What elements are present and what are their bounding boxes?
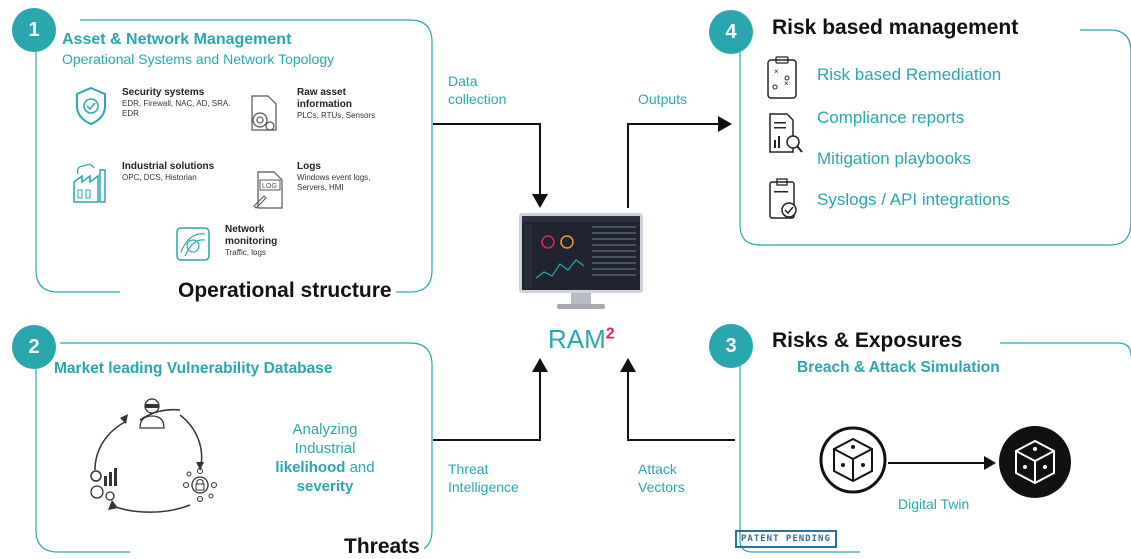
- step-badge-1: 1: [12, 8, 56, 52]
- factory-icon: [70, 162, 110, 209]
- raw-asset-item: Raw asset information PLCs, RTUs, Sensor…: [297, 87, 417, 121]
- security-systems-item: Security systems EDR, Firewall, NAC, AD,…: [122, 87, 242, 119]
- item-desc: Traffic, logs: [225, 248, 266, 257]
- analyzing-line1: Analyzing: [292, 421, 358, 438]
- clipboard-strategy-icon: ××: [765, 56, 799, 105]
- lock-network-icon: [182, 468, 218, 507]
- ram-superscript: 2: [605, 325, 615, 343]
- circuit-cube-filled-icon: [998, 425, 1072, 504]
- analyzing-line2: Industrial: [294, 440, 356, 457]
- severity-word: severity: [296, 478, 354, 495]
- report-search-icon: [767, 112, 803, 161]
- threats-label: Threats: [340, 535, 424, 559]
- digital-twin-label: Digital Twin: [898, 496, 970, 512]
- outputs-label: Outputs: [638, 91, 688, 107]
- monitor-screen: [519, 213, 643, 293]
- analyzing-text: Analyzing Industrial likelihood and seve…: [265, 420, 385, 496]
- industrial-solutions-item: Industrial solutions OPC, DCS, Historian: [122, 161, 252, 183]
- vulnerability-db-title: Market leading Vulnerability Database: [54, 360, 333, 377]
- ram2-logo: RAM2: [548, 324, 615, 355]
- mitigation-playbooks-item: Mitigation playbooks: [817, 149, 972, 168]
- item-title: Network monitoring: [225, 224, 278, 247]
- and-word: and: [345, 459, 375, 476]
- circuit-cube-outline-icon: [818, 425, 888, 500]
- risk-remediation-item: Risk based Remediation: [817, 65, 1002, 84]
- monitor-stand: [571, 293, 591, 305]
- svg-text:×: ×: [774, 67, 779, 76]
- risk-management-label: Risk based management: [768, 16, 1023, 40]
- network-monitoring-item: Network monitoring Traffic, logs: [225, 224, 315, 258]
- step-badge-2: 2: [12, 325, 56, 369]
- asset-network-title: Asset & Network Management: [62, 31, 292, 48]
- step-badge-4: 4: [709, 10, 753, 54]
- likelihood-word: likelihood: [275, 459, 346, 476]
- clipboard-check-icon: [767, 178, 801, 227]
- security-systems-icon: [74, 86, 108, 131]
- item-desc: PLCs, RTUs, Sensors: [297, 111, 376, 120]
- logs-item: Logs Windows event logs, Servers, HMI: [297, 161, 387, 193]
- risks-exposures-label: Risks & Exposures: [768, 329, 967, 353]
- log-icon-text: LOG: [262, 183, 277, 190]
- gear-document-icon: [246, 94, 282, 139]
- step-badge-3: 3: [709, 324, 753, 368]
- likelihood-line: likelihood and: [265, 458, 385, 477]
- network-monitoring-icon: [175, 226, 211, 267]
- attack-vectors-line1: Attack: [638, 461, 677, 477]
- item-title: Raw asset information: [297, 87, 352, 110]
- monitor-base: [557, 304, 605, 309]
- item-title: Industrial solutions: [122, 161, 215, 172]
- patent-pending-stamp: PATENT PENDING: [735, 530, 837, 548]
- compliance-reports-item: Compliance reports: [817, 108, 965, 127]
- monitor: [519, 213, 643, 311]
- item-desc: EDR, Firewall, NAC, AD, SRA. EDR: [122, 99, 231, 118]
- data-collection-line2: collection: [448, 91, 507, 107]
- dashboard-graphic: [522, 216, 640, 288]
- threat-intel-line2: Intelligence: [448, 479, 519, 495]
- item-title: Logs: [297, 161, 321, 172]
- attack-vectors-line2: Vectors: [638, 479, 685, 495]
- item-desc: OPC, DCS, Historian: [122, 173, 197, 182]
- asset-network-subtitle: Operational Systems and Network Topology: [62, 51, 335, 67]
- threat-intel-line1: Threat: [448, 461, 489, 477]
- threat-intelligence-label: Threat Intelligence: [448, 460, 519, 496]
- attack-vectors-label: Attack Vectors: [638, 460, 685, 496]
- log-file-icon: LOG: [250, 170, 286, 215]
- breach-attack-title: Breach & Attack Simulation: [797, 359, 1000, 376]
- severity-line: severity: [265, 477, 385, 496]
- hacker-icon: [137, 396, 167, 435]
- item-desc: Windows event logs, Servers, HMI: [297, 173, 371, 192]
- svg-text:×: ×: [784, 79, 789, 88]
- data-collection-line1: Data: [448, 73, 478, 89]
- operational-structure-label: Operational structure: [174, 279, 396, 303]
- ram-text: RAM: [548, 324, 606, 354]
- item-title: Security systems: [122, 87, 205, 98]
- syslogs-api-item: Syslogs / API integrations: [817, 190, 1010, 209]
- data-collection-label: Data collection: [448, 72, 506, 108]
- bar-chart-gear-icon: [88, 468, 124, 507]
